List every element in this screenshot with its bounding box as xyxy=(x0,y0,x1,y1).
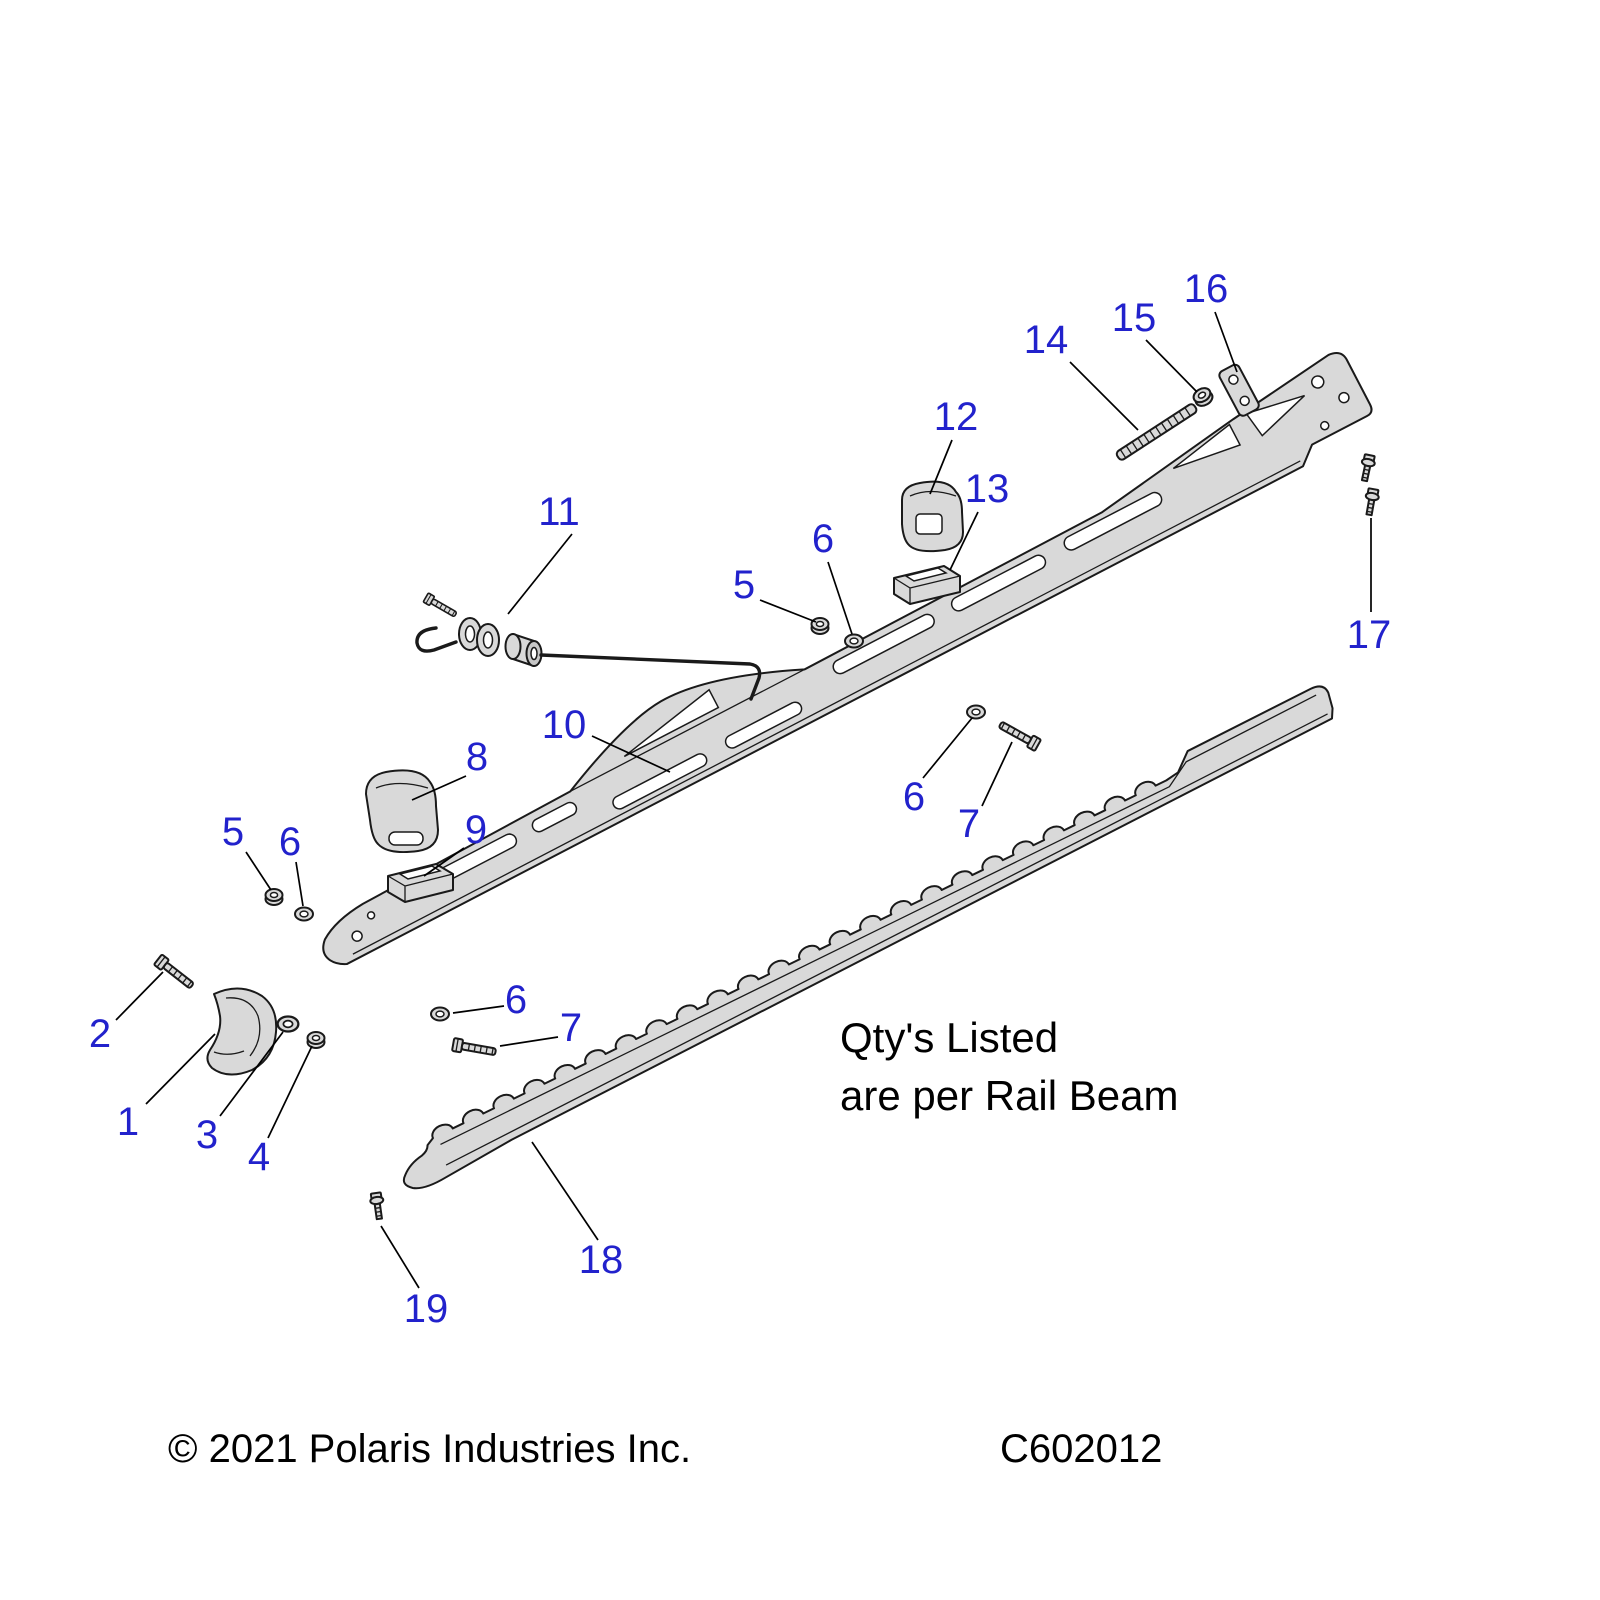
locknut-front xyxy=(264,888,284,906)
rear-spacer-block xyxy=(893,565,961,605)
drawing-code: C602012 xyxy=(1000,1427,1162,1471)
front-spacer-block xyxy=(387,863,454,903)
callout-12: 12 xyxy=(934,395,979,439)
mount-bracket xyxy=(1218,363,1260,417)
front-end-cap xyxy=(206,987,278,1076)
callout-9: 9 xyxy=(465,808,487,852)
qty-note-line2: are per Rail Beam xyxy=(840,1072,1178,1119)
washer-top xyxy=(844,633,864,649)
callout-6-mid: 6 xyxy=(903,775,925,819)
cap-bolt xyxy=(152,953,197,993)
front-bumper xyxy=(365,769,439,854)
callout-5-left: 5 xyxy=(222,810,244,854)
callout-13: 13 xyxy=(965,467,1010,511)
rear-screws xyxy=(1357,452,1381,517)
callout-7-mid: 7 xyxy=(958,802,980,846)
callout-11: 11 xyxy=(538,490,580,534)
callout-1: 1 xyxy=(117,1100,139,1144)
qty-note-line1: Qty's Listed xyxy=(840,1014,1058,1061)
rear-screw-2 xyxy=(1361,487,1381,517)
cap-nut xyxy=(306,1031,326,1049)
washer-mid xyxy=(966,704,986,720)
callout-3: 3 xyxy=(196,1113,218,1157)
callout-5-top: 5 xyxy=(733,563,755,607)
rail-beam xyxy=(322,352,1373,966)
adjuster-bolt xyxy=(422,592,459,620)
callout-10: 10 xyxy=(542,703,587,747)
bolt-mid xyxy=(996,717,1043,753)
callout-6-left: 6 xyxy=(279,820,301,864)
track-adjuster-assembly xyxy=(415,592,762,701)
bolt-low xyxy=(451,1037,498,1060)
rear-screw-1 xyxy=(1357,452,1378,483)
callout-7-low: 7 xyxy=(560,1006,582,1050)
cap-washer xyxy=(276,1015,300,1033)
callout-18: 18 xyxy=(579,1238,624,1282)
leader-lines xyxy=(115,311,1372,1289)
washer-front xyxy=(294,906,314,922)
copyright-text: © 2021 Polaris Industries Inc. xyxy=(168,1427,691,1471)
callouts: 16 15 14 12 13 11 5 6 17 10 6 7 8 9 5 6 … xyxy=(89,267,1391,1331)
callout-6-low: 6 xyxy=(505,978,527,1022)
callout-16: 16 xyxy=(1184,267,1229,311)
callout-14: 14 xyxy=(1024,318,1069,362)
washer-low xyxy=(430,1006,450,1022)
callout-8: 8 xyxy=(466,735,488,779)
callout-15: 15 xyxy=(1112,296,1157,340)
callout-4: 4 xyxy=(248,1135,270,1179)
front-screw xyxy=(368,1191,387,1221)
callout-17: 17 xyxy=(1347,613,1392,657)
callout-6-top: 6 xyxy=(812,517,834,561)
callout-19: 19 xyxy=(404,1287,449,1331)
threaded-stud xyxy=(1115,403,1198,461)
callout-2: 2 xyxy=(89,1012,111,1056)
rear-bumper xyxy=(901,480,964,553)
slide-rail xyxy=(402,685,1334,1190)
